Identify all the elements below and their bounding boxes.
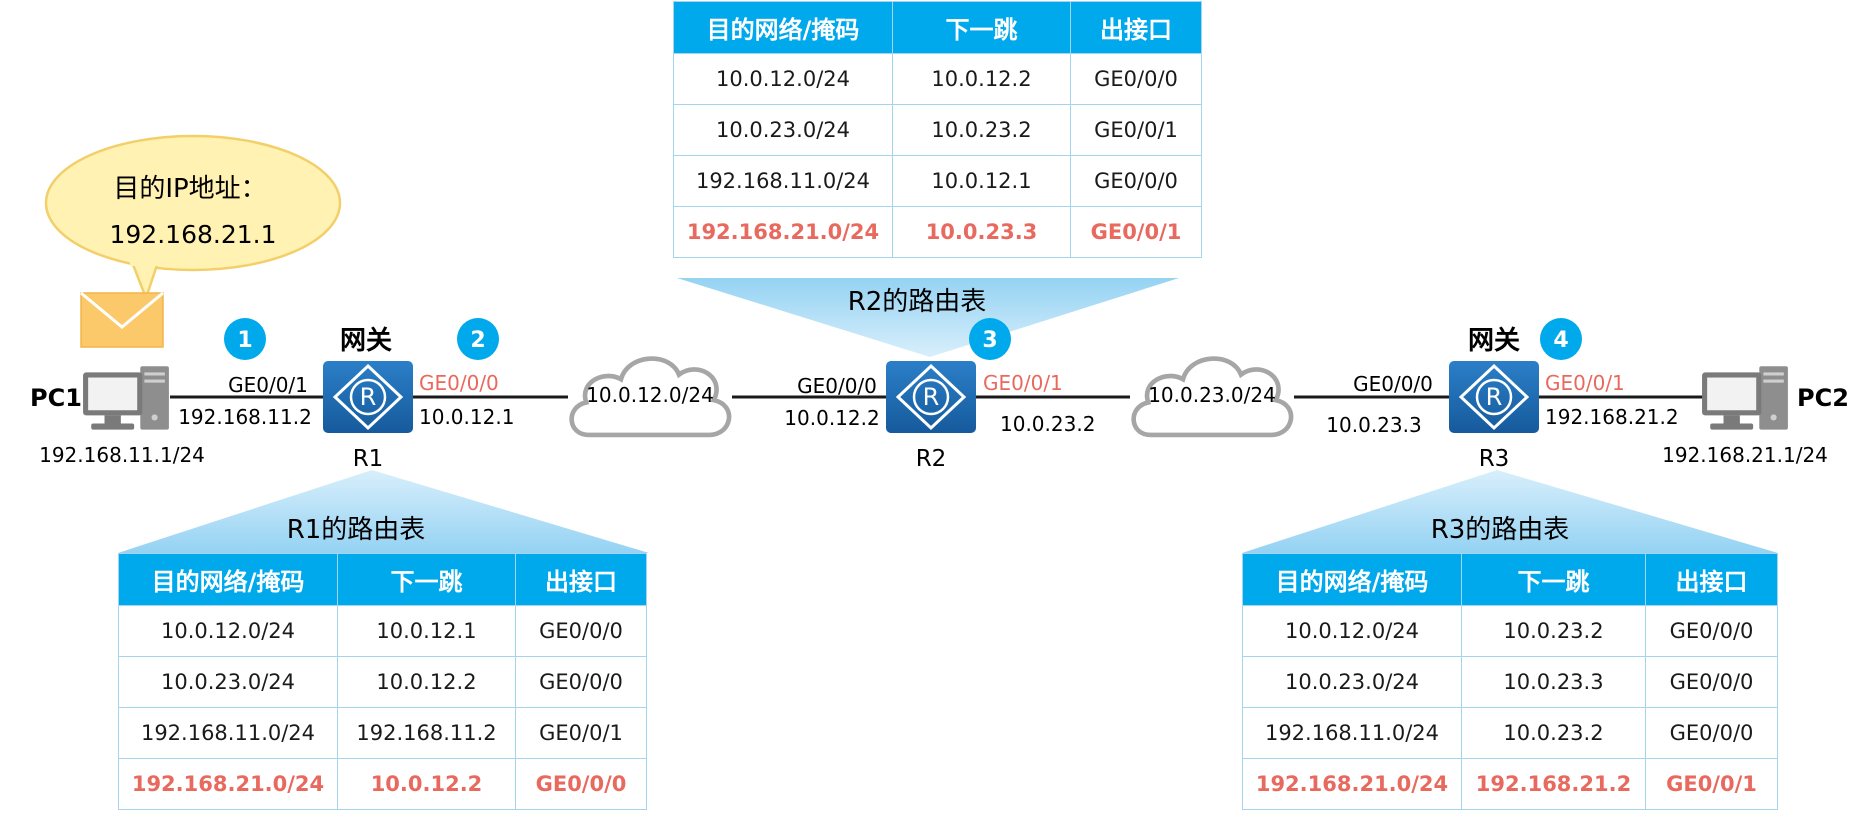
r1-gateway-label: 网关 bbox=[340, 326, 392, 356]
table-row: 192.168.11.0/24 10.0.12.1 GE0/0/0 bbox=[673, 155, 1202, 207]
pc1-name: PC1 bbox=[30, 384, 82, 412]
pc2-computer-icon bbox=[1702, 366, 1788, 430]
step-badge-1: 1 bbox=[224, 318, 266, 360]
table-row: 10.0.23.0/24 10.0.12.2 GE0/0/0 bbox=[118, 656, 647, 708]
r1-table-beam bbox=[118, 470, 649, 553]
r1-left-ip: 192.168.11.2 bbox=[178, 405, 312, 429]
r3-right-interface: GE0/0/1 bbox=[1545, 371, 1625, 395]
r3-right-ip: 192.168.21.2 bbox=[1545, 405, 1679, 429]
header-destination: 目的网络/掩码 bbox=[673, 1, 893, 54]
table-row: 10.0.12.0/24 10.0.12.2 GE0/0/0 bbox=[673, 53, 1202, 105]
table-header-row: 目的网络/掩码 下一跳 出接口 bbox=[1242, 553, 1778, 606]
header-interface: 出接口 bbox=[1070, 1, 1202, 54]
table-row: 10.0.23.0/24 10.0.23.3 GE0/0/0 bbox=[1242, 656, 1778, 708]
table-row-highlighted: 192.168.21.0/24 10.0.12.2 GE0/0/0 bbox=[118, 758, 647, 810]
step-badge-4: 4 bbox=[1540, 318, 1582, 360]
table-row: 10.0.23.0/24 10.0.23.2 GE0/0/1 bbox=[673, 104, 1202, 156]
header-next-hop: 下一跳 bbox=[337, 553, 516, 606]
r2-right-interface: GE0/0/1 bbox=[983, 371, 1063, 395]
header-interface: 出接口 bbox=[1645, 553, 1778, 606]
header-next-hop: 下一跳 bbox=[1461, 553, 1646, 606]
table-row-highlighted: 192.168.21.0/24 10.0.23.3 GE0/0/1 bbox=[673, 206, 1202, 258]
svg-text:3: 3 bbox=[982, 328, 997, 353]
svg-text:2: 2 bbox=[470, 328, 485, 353]
header-destination: 目的网络/掩码 bbox=[118, 553, 338, 606]
cloud2-network-label: 10.0.23.0/24 bbox=[1148, 383, 1276, 407]
bubble-ip: 192.168.21.1 bbox=[110, 220, 277, 249]
svg-text:4: 4 bbox=[1553, 328, 1568, 353]
pc2-ip: 192.168.21.1/24 bbox=[1662, 443, 1828, 467]
pc1-ip: 192.168.11.1/24 bbox=[39, 443, 205, 467]
table-row-highlighted: 192.168.21.0/24 192.168.21.2 GE0/0/1 bbox=[1242, 758, 1778, 810]
r3-left-ip: 10.0.23.3 bbox=[1326, 413, 1421, 437]
r3-name: R3 bbox=[1479, 446, 1510, 472]
table-row: 10.0.12.0/24 10.0.23.2 GE0/0/0 bbox=[1242, 605, 1778, 657]
header-next-hop: 下一跳 bbox=[892, 1, 1071, 54]
table-header-row: 目的网络/掩码 下一跳 出接口 bbox=[118, 553, 647, 606]
bubble-title: 目的IP地址： bbox=[113, 174, 266, 204]
r2-name: R2 bbox=[916, 446, 947, 472]
r3-router-icon bbox=[1449, 361, 1539, 433]
r3-table-beam bbox=[1242, 470, 1778, 553]
header-destination: 目的网络/掩码 bbox=[1242, 553, 1462, 606]
table-row: 192.168.11.0/24 10.0.23.2 GE0/0/0 bbox=[1242, 707, 1778, 759]
r1-right-interface: GE0/0/0 bbox=[419, 371, 499, 395]
step-badge-3: 3 bbox=[969, 318, 1011, 360]
pc1-computer-icon bbox=[83, 366, 169, 430]
r2-left-ip: 10.0.12.2 bbox=[784, 406, 879, 430]
r2-table-caption: R2的路由表 bbox=[848, 287, 987, 317]
envelope-icon bbox=[80, 291, 164, 348]
table-row: 192.168.11.0/24 192.168.11.2 GE0/0/1 bbox=[118, 707, 647, 759]
step-badge-2: 2 bbox=[457, 318, 499, 360]
r2-right-ip: 10.0.23.2 bbox=[1000, 412, 1095, 436]
r1-table-caption: R1的路由表 bbox=[287, 515, 426, 545]
r3-gateway-label: 网关 bbox=[1468, 326, 1520, 356]
header-interface: 出接口 bbox=[515, 553, 647, 606]
r3-left-interface: GE0/0/0 bbox=[1353, 372, 1433, 396]
r3-table-caption: R3的路由表 bbox=[1431, 515, 1570, 545]
pc2-name: PC2 bbox=[1797, 384, 1849, 412]
r3-routing-table: 目的网络/掩码 下一跳 出接口 10.0.12.0/24 10.0.23.2 G… bbox=[1242, 553, 1778, 810]
r1-name: R1 bbox=[353, 446, 384, 472]
cloud1-network-label: 10.0.12.0/24 bbox=[586, 383, 714, 407]
table-header-row: 目的网络/掩码 下一跳 出接口 bbox=[673, 1, 1202, 54]
r2-table-beam bbox=[677, 278, 1179, 357]
r1-right-ip: 10.0.12.1 bbox=[419, 405, 514, 429]
r2-routing-table: 目的网络/掩码 下一跳 出接口 10.0.12.0/24 10.0.12.2 G… bbox=[673, 1, 1202, 258]
r2-left-interface: GE0/0/0 bbox=[797, 374, 877, 398]
r2-router-icon bbox=[886, 361, 976, 433]
r1-router-icon bbox=[323, 361, 413, 433]
destination-bubble: 目的IP地址： 192.168.21.1 bbox=[44, 134, 342, 302]
r1-left-interface: GE0/0/1 bbox=[228, 373, 308, 397]
r1-routing-table: 目的网络/掩码 下一跳 出接口 10.0.12.0/24 10.0.12.1 G… bbox=[118, 553, 647, 810]
table-row: 10.0.12.0/24 10.0.12.1 GE0/0/0 bbox=[118, 605, 647, 657]
svg-text:1: 1 bbox=[237, 328, 252, 353]
